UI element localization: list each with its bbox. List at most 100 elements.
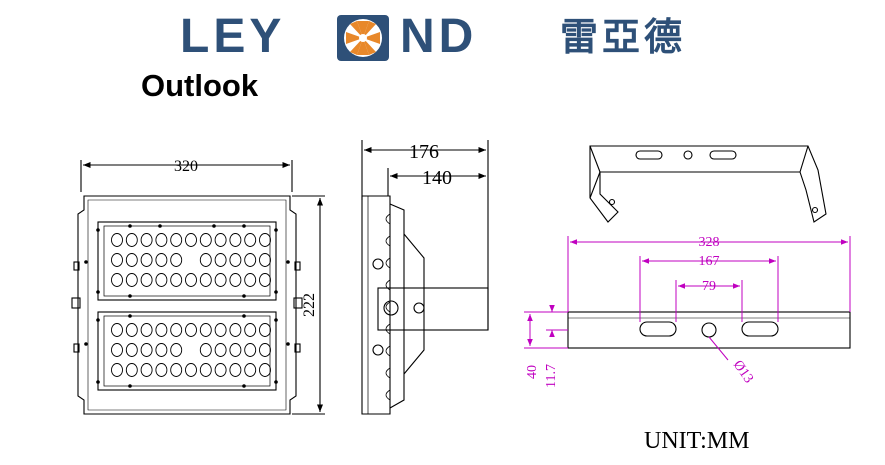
led-lens — [170, 233, 183, 247]
led-lens — [229, 233, 242, 247]
front-width-label: 320 — [174, 158, 198, 175]
screw-dot — [158, 224, 162, 228]
led-lens — [111, 273, 123, 287]
brand-logo: LEY ND 雷亞德 — [0, 0, 885, 70]
front-upper-led-module — [97, 221, 277, 301]
side-lens-profile — [385, 389, 391, 401]
led-lens — [125, 343, 138, 357]
led-lens — [214, 323, 227, 337]
screw-dot — [128, 294, 132, 298]
led-lens — [214, 273, 227, 287]
brand-name-part1: LEY — [180, 10, 286, 63]
led-lens — [199, 363, 212, 377]
led-lens — [125, 253, 138, 267]
led-lens — [185, 363, 197, 377]
led-lens — [170, 363, 183, 377]
led-lens — [140, 323, 153, 337]
led-lens — [140, 253, 153, 267]
bracket-slot-left — [639, 321, 677, 337]
led-lens — [259, 253, 271, 267]
bracket-perspective-view — [589, 145, 827, 223]
led-lens — [229, 343, 242, 357]
led-lens — [229, 253, 242, 267]
led-lens — [214, 233, 227, 247]
side-bracket-depth-label: 140 — [422, 167, 452, 189]
led-lens — [111, 343, 123, 357]
bracket-slot-right — [741, 321, 779, 337]
led-lens — [185, 323, 197, 337]
led-lens — [125, 323, 138, 337]
led-lens — [259, 273, 271, 287]
side-lens-profile — [385, 235, 391, 247]
side-lens-profile — [385, 301, 391, 313]
bracket-profile-body — [567, 311, 851, 349]
led-lens — [170, 253, 183, 267]
screw-dot — [96, 318, 100, 322]
side-front-cover — [361, 195, 391, 415]
led-lens — [214, 343, 227, 357]
side-depth-label: 176 — [409, 141, 439, 163]
front-right-mount-tab — [293, 297, 303, 309]
screw-dot — [128, 384, 132, 388]
side-lens-profiles — [385, 213, 391, 401]
led-lens — [229, 323, 242, 337]
led-lens — [244, 273, 257, 287]
front-lower-led-module — [97, 311, 277, 391]
led-lens — [214, 363, 227, 377]
led-lens — [259, 323, 271, 337]
screw-dot — [96, 290, 100, 294]
front-led-lens-array — [111, 233, 271, 377]
side-bracket-arm — [377, 287, 489, 331]
side-lens-profile — [385, 213, 391, 225]
bracket-dimensions — [524, 236, 851, 361]
bracket-center-hole — [701, 322, 717, 338]
front-left-mount-tab — [71, 297, 81, 309]
brand-name-chinese: 雷亞德 — [560, 15, 687, 59]
led-lens — [155, 323, 168, 337]
bracket-hole-leader — [708, 336, 729, 361]
screw-dot — [84, 342, 88, 346]
led-lens — [229, 273, 242, 287]
led-lens — [125, 233, 138, 247]
bracket-top-slot-left — [635, 150, 663, 160]
led-lens — [155, 363, 168, 377]
bracket-offset-label: 11.7 — [544, 364, 559, 388]
led-lens — [199, 273, 212, 287]
screw-dot — [286, 260, 290, 264]
bracket-slot-span-label: 167 — [699, 254, 720, 269]
logo-sunburst-icon — [337, 15, 389, 61]
side-lens-profile — [385, 367, 391, 379]
unit-label: UNIT:MM — [644, 428, 750, 454]
front-housing-outline — [77, 195, 297, 415]
led-lens — [199, 343, 212, 357]
led-lens — [155, 233, 168, 247]
side-view — [361, 140, 489, 415]
screw-dot — [286, 342, 290, 346]
brand-name-part2: ND — [400, 10, 478, 63]
led-lens — [259, 233, 271, 247]
screw-dot — [274, 318, 278, 322]
led-lens — [199, 323, 212, 337]
screw-dot — [242, 224, 246, 228]
led-lens — [140, 273, 153, 287]
screw-dot — [96, 380, 100, 384]
screw-dot — [242, 294, 246, 298]
led-lens — [244, 363, 257, 377]
bracket-inner-span-label: 79 — [702, 279, 716, 294]
screw-dot — [84, 260, 88, 264]
bracket-height-label: 40 — [525, 365, 540, 379]
led-lens — [140, 233, 153, 247]
led-lens — [111, 253, 123, 267]
led-lens — [140, 363, 153, 377]
led-lens — [111, 323, 123, 337]
front-height-label: 222 — [301, 293, 318, 317]
led-lens — [244, 343, 257, 357]
led-lens — [229, 363, 242, 377]
led-lens — [170, 343, 183, 357]
led-lens — [185, 233, 197, 247]
front-view — [71, 160, 325, 415]
side-lens-profile — [385, 279, 391, 291]
led-lens — [259, 343, 271, 357]
led-lens — [244, 323, 257, 337]
